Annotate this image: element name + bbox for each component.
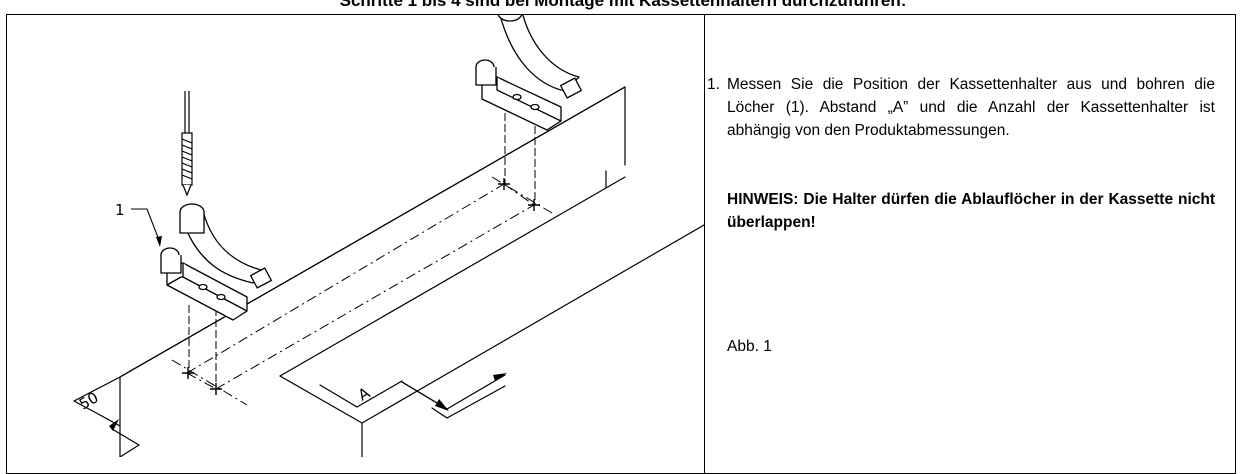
step-list: 1. Messen Sie die Position der Kassetten… [705,73,1215,142]
note-text: HINWEIS: Die Halter dürfen die Ablauflöc… [727,191,1215,231]
step-text: Messen Sie die Position der Kassettenhal… [727,76,1215,139]
page-title: Schritte 1 bis 4 sind bei Montage mit Ka… [339,0,907,10]
dimension-a-line [401,374,506,410]
column-divider [704,14,705,474]
distance-label: A [355,383,374,404]
holder-right [475,15,582,131]
screw-icon [181,91,193,197]
part-label: 1 [115,201,125,219]
rail-edge [119,86,626,378]
assembly-drawing: 1 A 50 [73,15,704,457]
holder-left [160,203,272,321]
step-number: 1. [707,76,720,93]
figure-caption: Abb. 1 [727,338,772,355]
instruction-cell: 1. Messen Sie die Position der Kassetten… [705,15,1235,457]
rail-inner-edge [279,170,607,377]
list-item: 1. Messen Sie die Position der Kassetten… [705,73,1215,142]
figure-cell: 1 A 50 [7,15,704,457]
dimension-label: 50 [76,388,102,413]
